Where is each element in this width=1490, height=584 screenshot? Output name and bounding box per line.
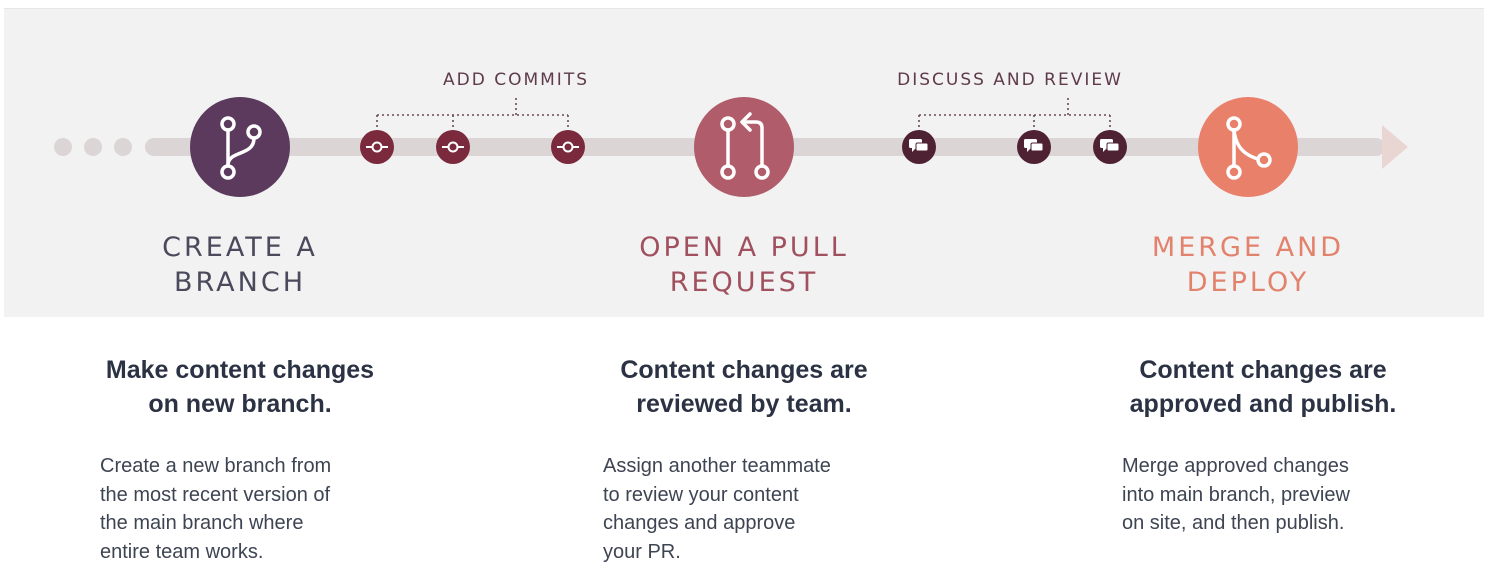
comment-dot (1017, 130, 1051, 164)
git-merge-icon (1198, 97, 1298, 197)
comment-dot (902, 130, 936, 164)
stage-heading-open-pull-request: Content changes are reviewed by team. (620, 356, 868, 418)
commit-dot (551, 130, 585, 164)
stage-description-open-pull-request: Assign another teammate to review your c… (603, 455, 831, 563)
review-bracket (918, 98, 1111, 134)
comment-dot (1093, 130, 1127, 164)
git-branch-icon (190, 97, 290, 197)
commits-bracket (376, 98, 569, 134)
lead-dot (114, 138, 132, 156)
stage-description-merge-deploy: Merge approved changes into main branch,… (1122, 455, 1350, 534)
commit-dot (360, 130, 394, 164)
workflow-diagram (54, 97, 1408, 197)
stage-title-merge-deploy: MERGE AND DEPLOY (1151, 232, 1345, 298)
stage-heading-create-branch: Make content changes on new branch. (105, 356, 375, 418)
discuss-review-label: DISCUSS AND REVIEW (897, 70, 1123, 90)
lead-dot (84, 138, 102, 156)
stage-title-open-pull-request: OPEN A PULL REQUEST (639, 232, 849, 298)
add-commits-label: ADD COMMITS (443, 70, 589, 90)
stage-heading-merge-deploy: Content changes are approved and publish… (1129, 356, 1397, 418)
commit-dot (436, 130, 470, 164)
pull-request-icon (694, 97, 794, 197)
stage-description-create-branch: Create a new branch from the most recent… (100, 455, 332, 563)
stage-title-create-branch: CREATE A BRANCH (162, 232, 318, 298)
lead-dot (54, 138, 72, 156)
